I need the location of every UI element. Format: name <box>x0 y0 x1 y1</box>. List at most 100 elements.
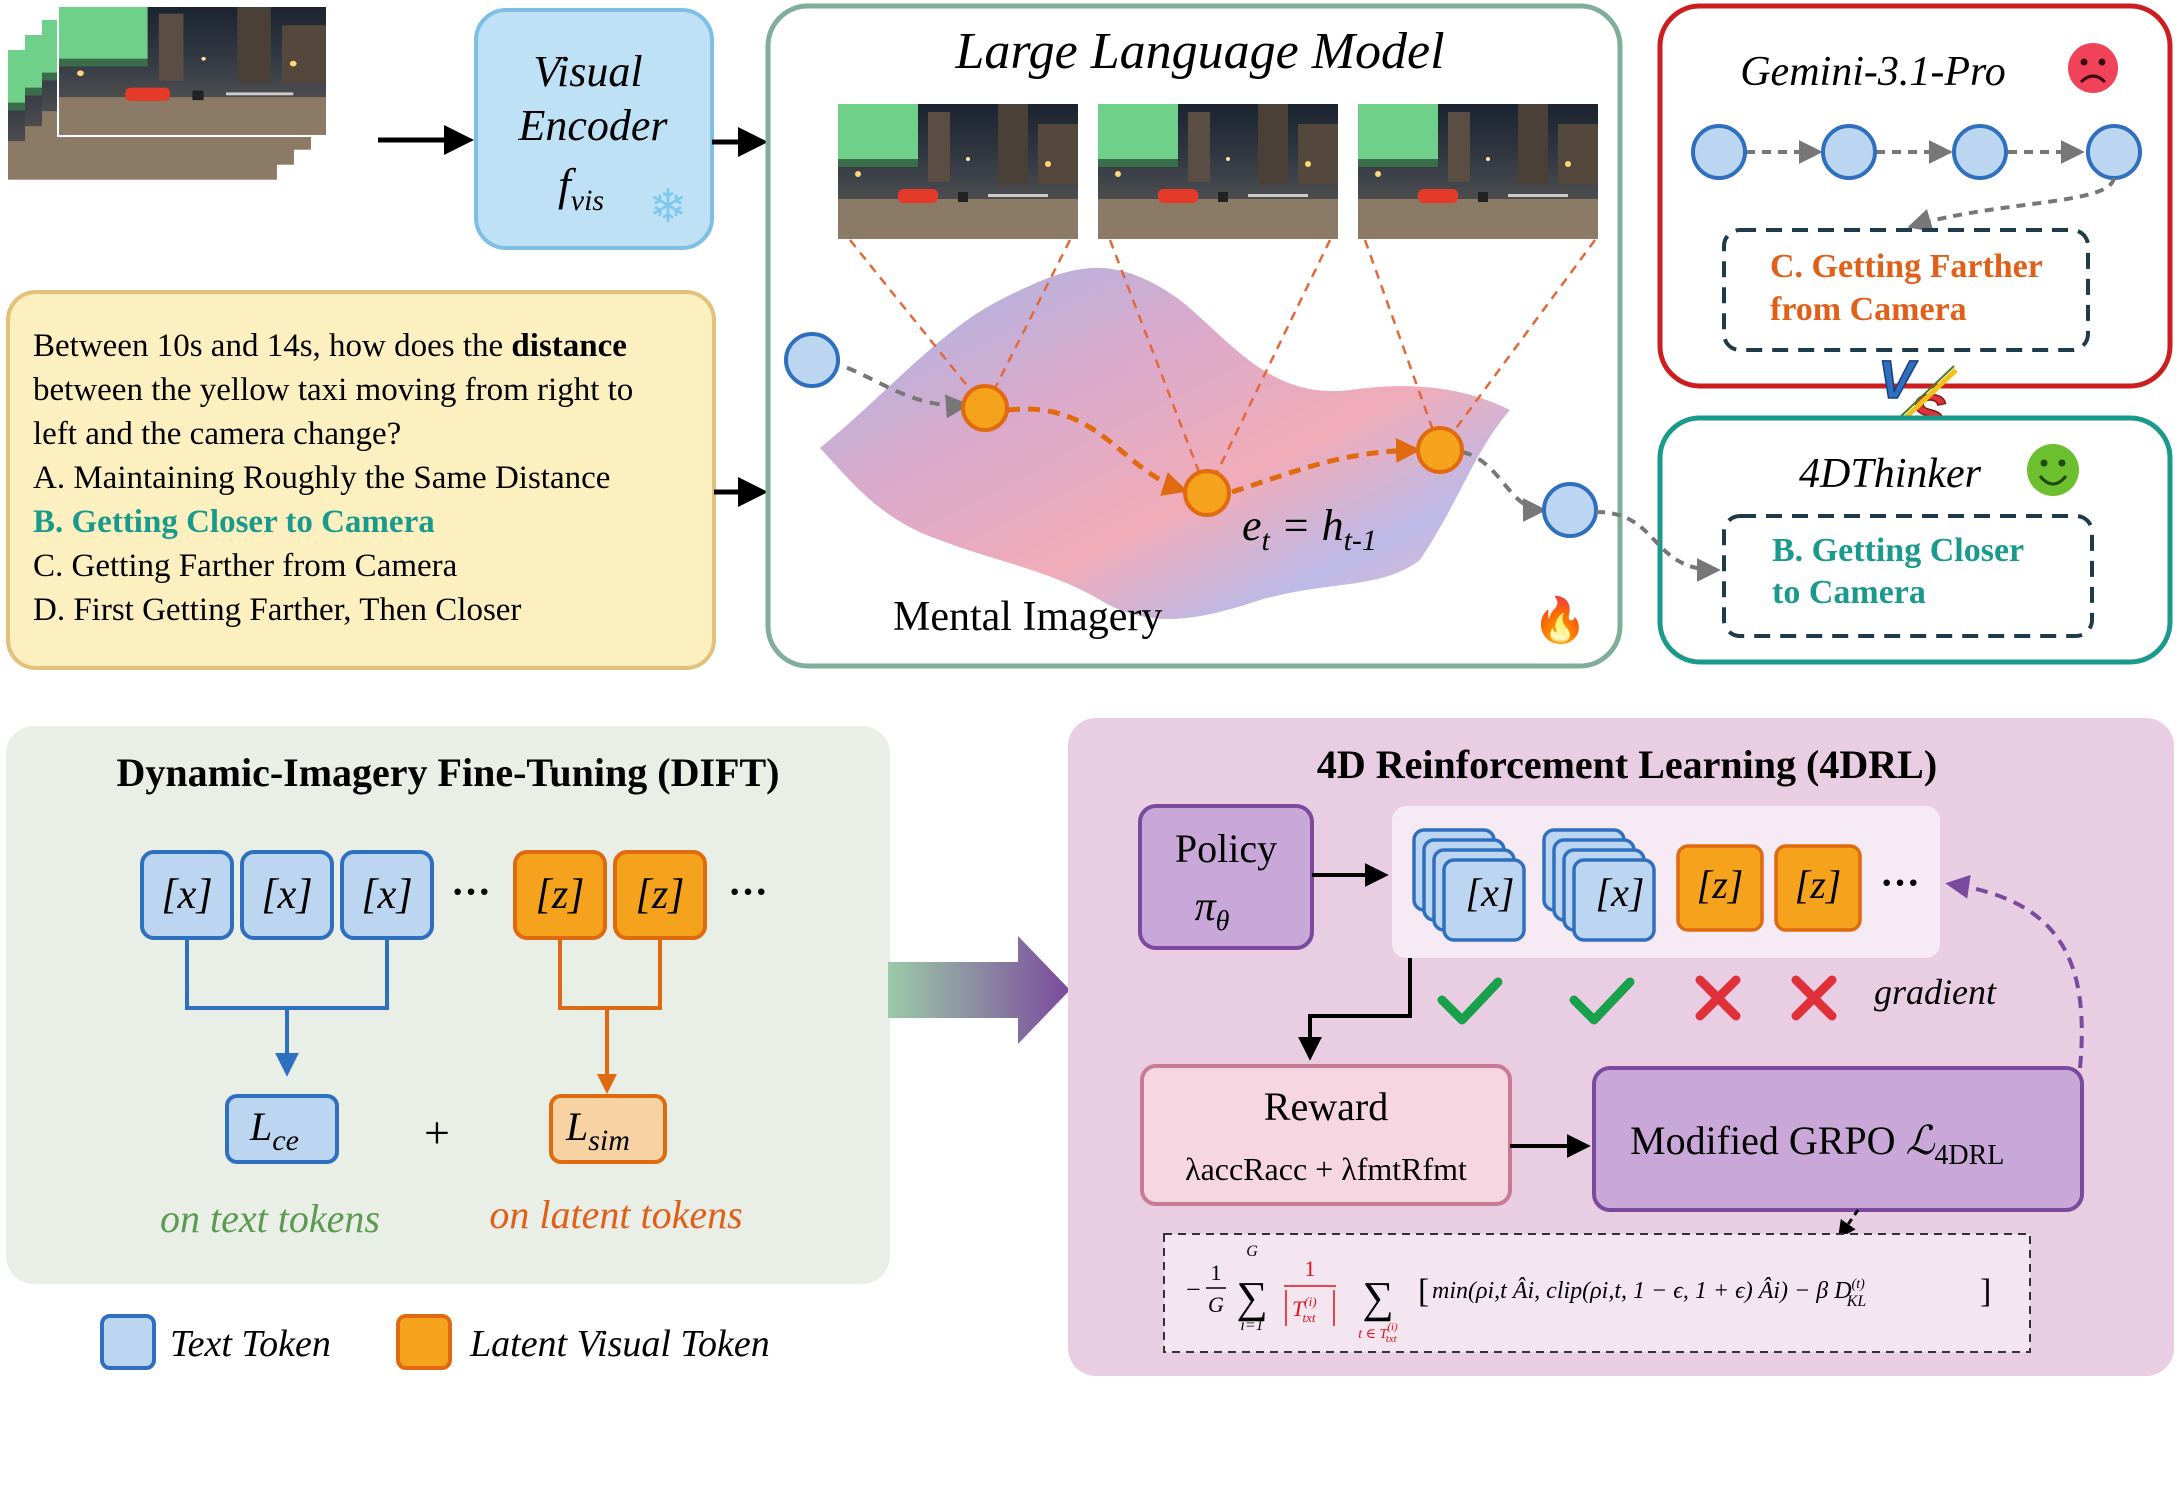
legend-text-swatch <box>100 1314 156 1370</box>
rollout-area: [x] [x] [z] [z] ··· <box>1392 806 1940 958</box>
option-c: C. Getting Farther from Camera <box>33 548 458 584</box>
latent-equation: et = ht-1 <box>1242 501 1377 557</box>
gemini-answer-line2: from Camera <box>1770 291 1967 328</box>
formula-sum1-top: G <box>1246 1243 1258 1260</box>
on-latent-tokens-label: on latent tokens <box>489 1192 742 1237</box>
input-trajectory-arrow <box>811 358 970 419</box>
thinker-answer-line1: B. Getting Closer <box>1772 532 2024 569</box>
rollout-ellipsis: ··· <box>1880 860 1920 905</box>
formula-sum2: ∑ <box>1362 1273 1393 1322</box>
option-d: D. First Getting Farther, Then Closer <box>33 592 521 628</box>
dift-latent-token-1: [z] <box>513 850 607 940</box>
svg-text:[z]: [z] <box>535 872 584 918</box>
cross-icon <box>1791 975 1837 1021</box>
svg-text:[z]: [z] <box>1697 862 1744 907</box>
question-line2: between the yellow taxi moving from righ… <box>33 372 633 408</box>
dift-text-token-2: [x] <box>240 850 334 940</box>
rollout-to-reward-arrow <box>1298 958 1412 1061</box>
thinker-box: 4DThinker B. Getting Closer to Camera <box>1657 415 2173 665</box>
latent-node-3 <box>1416 426 1464 474</box>
formula-bracket-close: ] <box>1980 1273 1991 1310</box>
fire-icon: 🔥 <box>1533 595 1588 645</box>
drl-panel: 4D Reinforcement Learning (4DRL) Policy … <box>1068 718 2174 1376</box>
snowflake-icon: ❄ <box>649 181 688 232</box>
latent-trajectory-arrow-2 <box>1231 438 1421 495</box>
input-video-frames <box>8 5 328 180</box>
dift-latent-token-2: [z] <box>613 850 707 940</box>
rollout-z-token-2: [z] <box>1774 844 1862 932</box>
on-text-tokens-label: on text tokens <box>160 1196 380 1241</box>
ce-bracket <box>185 938 389 1072</box>
legend-latent-swatch <box>396 1314 452 1370</box>
latent-node-1 <box>961 384 1009 432</box>
dift-text-token-1: [x] <box>140 850 234 940</box>
svg-text:[x]: [x] <box>361 872 412 918</box>
vs-v: V <box>1878 350 1918 410</box>
formula-sum2-bot: t ∈ T(i)txt <box>1358 1321 1398 1345</box>
grpo-to-formula-arrow <box>1837 1209 1860 1239</box>
output-text-node <box>1542 482 1598 538</box>
dift-title: Dynamic-Imagery Fine-Tuning (DIFT) <box>117 750 780 795</box>
dift-ellipsis-1: ··· <box>451 869 491 914</box>
mental-imagery-manifold <box>820 267 1510 619</box>
gemini-name: Gemini-3.1-Pro <box>1740 49 2006 95</box>
formula-sum1: ∑ <box>1236 1273 1267 1322</box>
option-a: A. Maintaining Roughly the Same Distance <box>33 460 610 496</box>
option-b: B. Getting Closer to Camera <box>33 504 435 540</box>
formula-red-one: 1 <box>1305 1256 1316 1281</box>
projection-lines <box>849 239 1597 494</box>
gemini-chain <box>1691 124 2142 233</box>
gemini-answer-box <box>1722 228 2090 352</box>
svg-text:Lce: Lce <box>249 1104 299 1157</box>
sim-bracket <box>558 938 662 1090</box>
formula-sum1-bot: i=1 <box>1240 1317 1263 1334</box>
gradient-label: gradient <box>1874 972 1997 1012</box>
objective-formula: − 1 G ∑ G i=1 1 T(i)txt ∑ t ∈ T(i)txt [ … <box>1163 1233 2031 1353</box>
policy-label: Policy <box>1175 826 1277 871</box>
output-trajectory-arrow <box>1461 450 1547 522</box>
cross-icon <box>1695 975 1741 1021</box>
svg-text:[x]: [x] <box>1596 870 1645 915</box>
svg-text:Lsim: Lsim <box>565 1104 630 1157</box>
encoder-line2: Encoder <box>517 101 668 150</box>
dift-ellipsis-2: ··· <box>728 869 768 914</box>
check-icon <box>1437 977 1503 1025</box>
llm-box: Large Language Model et = ht-1 Mental Im… <box>765 3 1623 669</box>
formula-neg: − <box>1186 1275 1201 1304</box>
reward-title: Reward <box>1264 1084 1388 1129</box>
latent-node-2 <box>1183 469 1231 517</box>
thinker-name: 4DThinker <box>1799 451 1982 497</box>
rollout-x-stack-1: [x] <box>1412 828 1526 942</box>
formula-body: min(ρi,t Âi, clip(ρi,t, 1 − ϵ, 1 + ϵ) Âi… <box>1432 1277 1866 1310</box>
reward-box: Reward λaccRacc + λfmtRfmt <box>1140 1064 1512 1206</box>
loss-sim-box: Lsim <box>549 1094 667 1164</box>
llm-title: Large Language Model <box>954 23 1444 80</box>
formula-one: 1 <box>1211 1260 1222 1285</box>
input-text-node <box>784 332 840 388</box>
rollout-x-stack-2: [x] <box>1542 828 1656 942</box>
svg-text:[z]: [z] <box>635 872 684 918</box>
thumbnail-3 <box>1358 104 1598 239</box>
thinker-answer-line2: to Camera <box>1772 574 1926 611</box>
loss-ce-box: Lce <box>225 1094 339 1164</box>
dift-text-token-3: [x] <box>340 850 434 940</box>
svg-text:[x]: [x] <box>161 872 212 918</box>
question-line3: left and the camera change? <box>33 416 401 452</box>
drl-title: 4D Reinforcement Learning (4DRL) <box>1317 742 1937 787</box>
formula-G: G <box>1208 1292 1224 1317</box>
latent-trajectory-arrow-1 <box>1007 406 1188 496</box>
thumbnail-2 <box>1098 104 1338 239</box>
sad-face-icon <box>2068 43 2118 93</box>
legend-text-token: Text Token <box>170 1323 331 1365</box>
mental-imagery-label: Mental Imagery <box>893 594 1162 640</box>
gemini-box: Gemini-3.1-Pro C. Getting Farther from C… <box>1657 3 2173 389</box>
rollout-z-token-1: [z] <box>1676 844 1764 932</box>
gemini-answer-line1: C. Getting Farther <box>1770 248 2043 285</box>
policy-symbol: πθ <box>1195 884 1230 937</box>
gradient-feedback-arrow <box>1945 874 2084 1069</box>
loss-plus: + <box>424 1107 450 1158</box>
question-box: Between 10s and 14s, how does the distan… <box>6 290 716 670</box>
svg-text:[z]: [z] <box>1795 862 1842 907</box>
question-line1: Between 10s and 14s, how does the distan… <box>33 328 627 364</box>
